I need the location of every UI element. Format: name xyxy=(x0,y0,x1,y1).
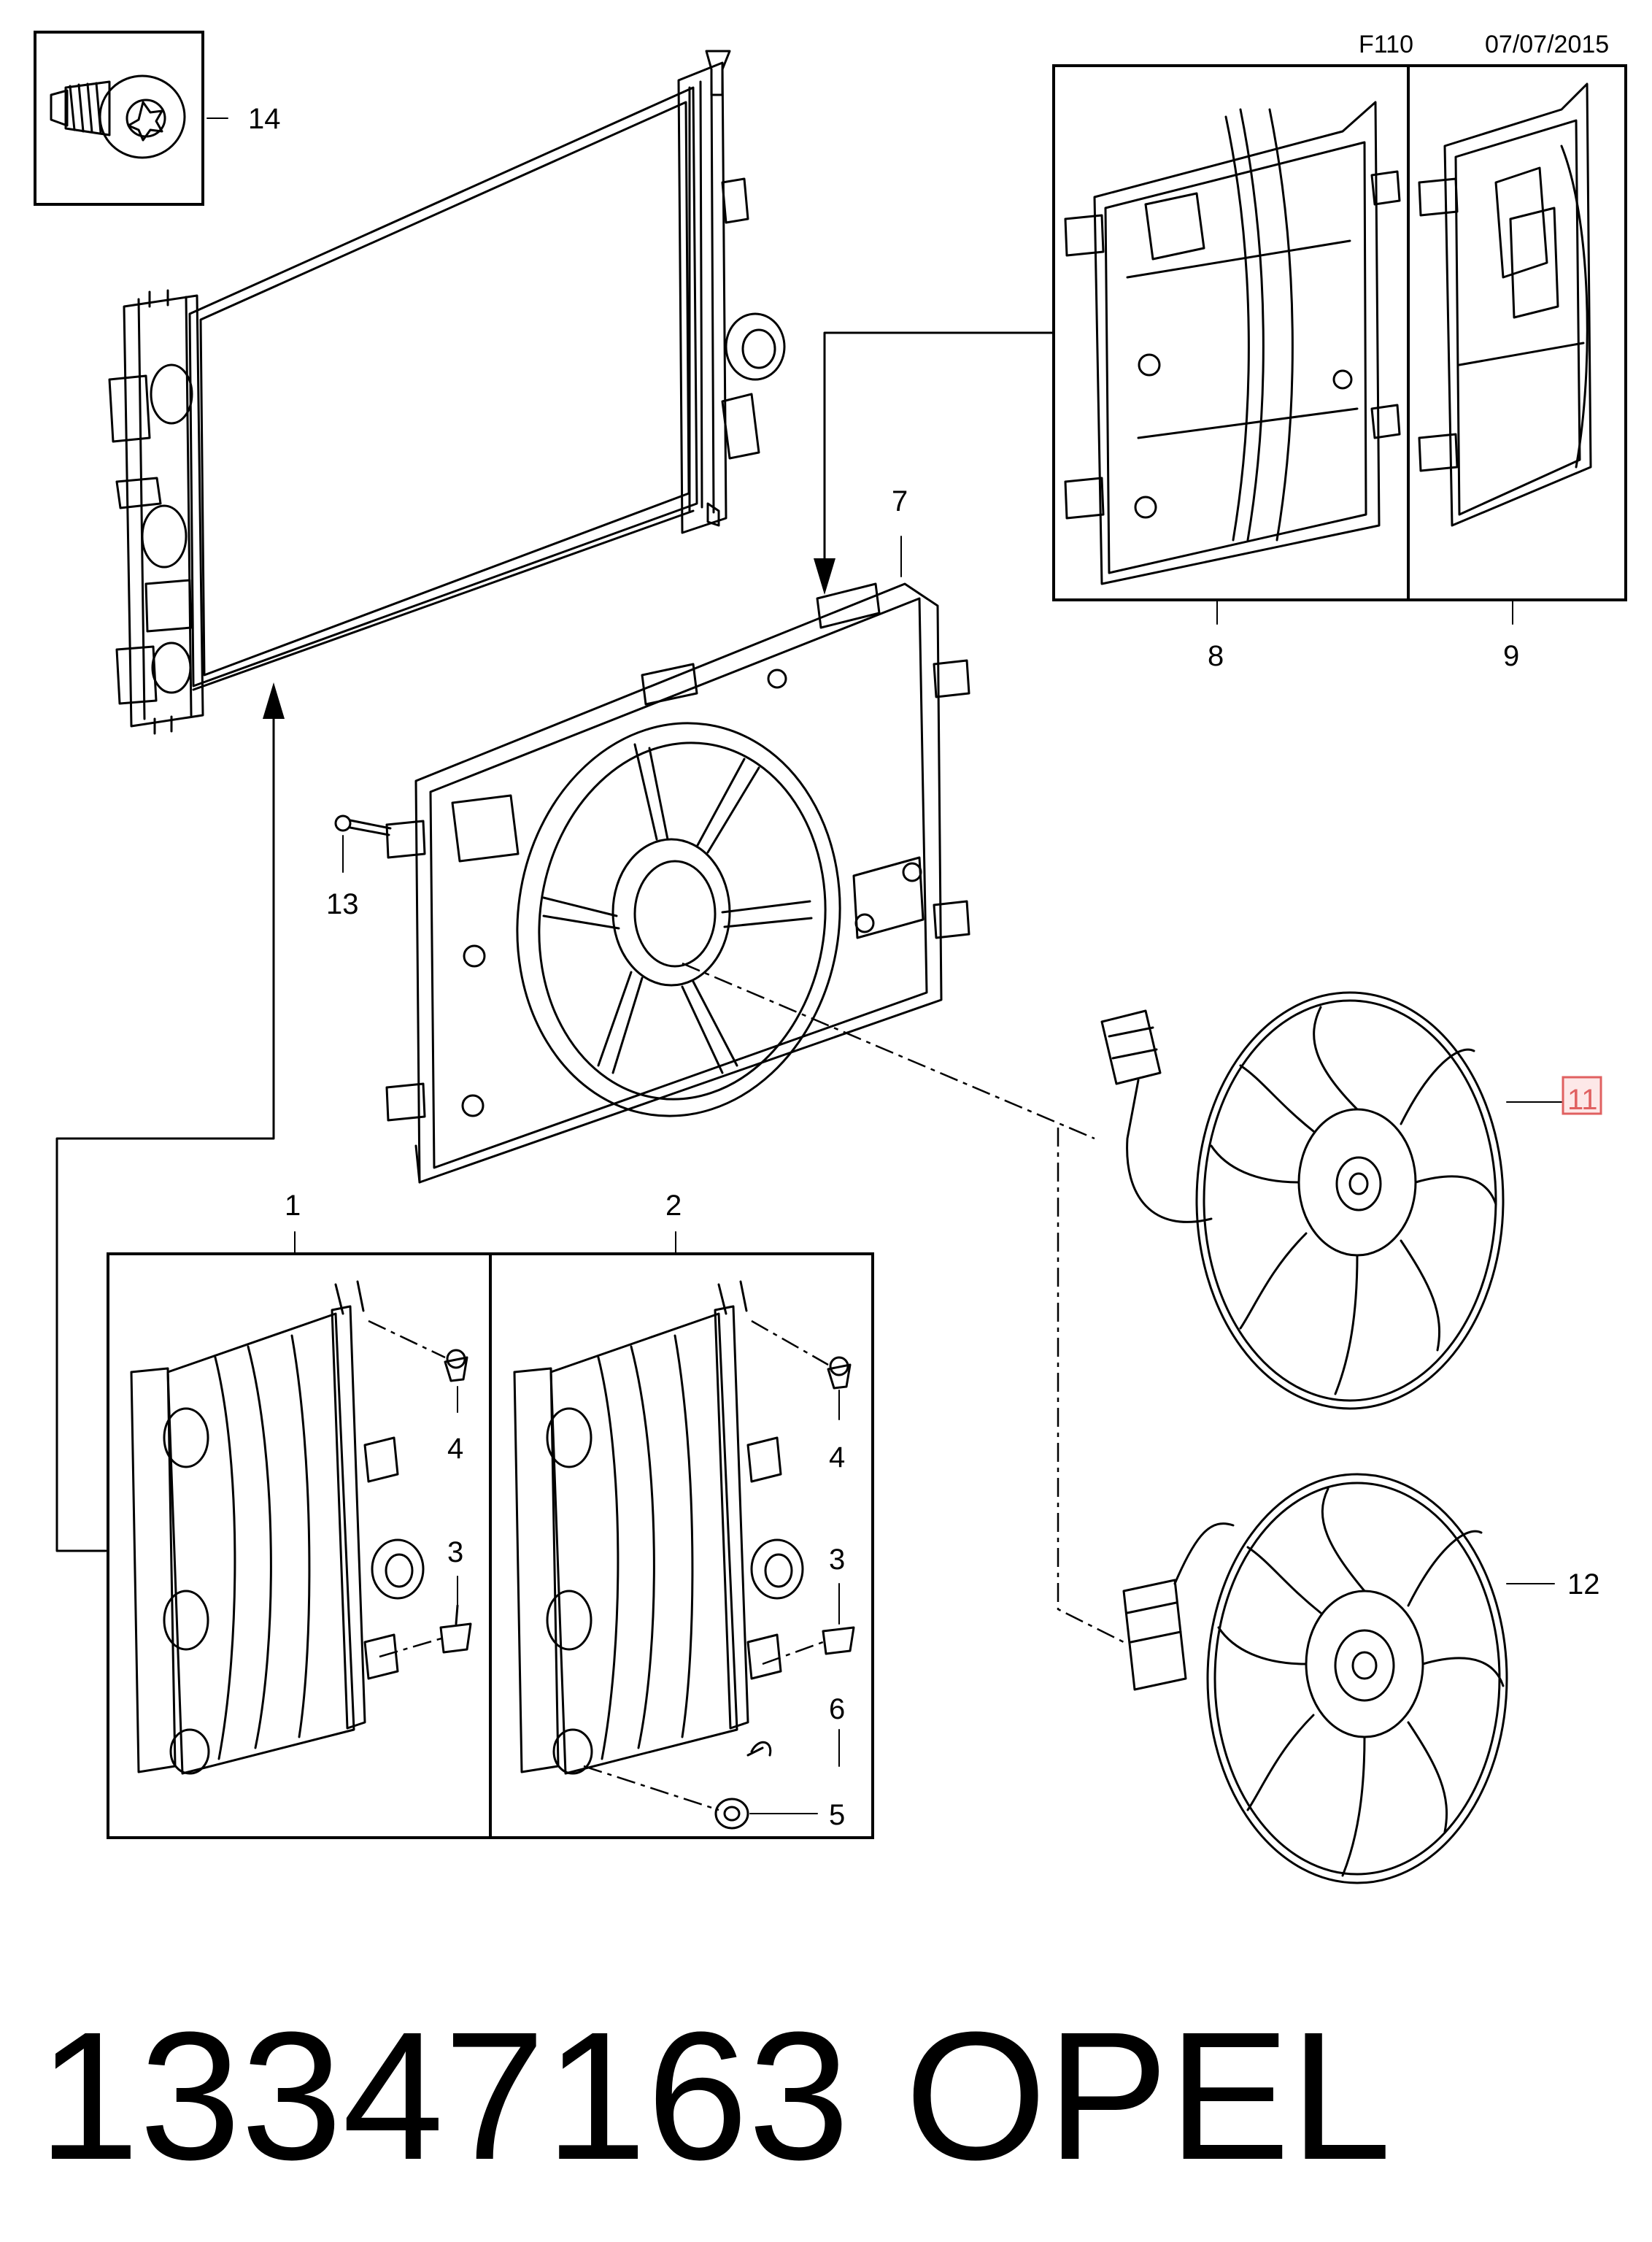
radiator-assembly xyxy=(108,50,786,735)
radiator-variants-box xyxy=(107,1231,874,1839)
part-2-radiator xyxy=(513,1280,804,1775)
callout-4a: 4 xyxy=(447,1433,463,1465)
part-number: 13347163 xyxy=(38,1994,849,2197)
callout-3b: 3 xyxy=(829,1544,845,1576)
part-8-shroud xyxy=(1064,101,1401,585)
callout-9: 9 xyxy=(1503,640,1519,672)
callout-5: 5 xyxy=(829,1799,845,1831)
callout-12: 12 xyxy=(1567,1568,1600,1600)
callout-3a: 3 xyxy=(447,1536,463,1568)
callout-4b: 4 xyxy=(829,1441,845,1474)
leader-arrow-shroud xyxy=(814,331,1055,595)
callout-8: 8 xyxy=(1208,640,1224,672)
diagram-date: 07/07/2015 xyxy=(1485,31,1609,58)
brand-name: OPEL xyxy=(905,1994,1392,2197)
callout-14: 14 xyxy=(248,103,281,135)
leader-arrow-radiator xyxy=(55,682,285,1552)
part-2-fittings xyxy=(714,1356,855,1830)
part-12-fan xyxy=(1122,1473,1555,1884)
part-1-radiator xyxy=(130,1280,425,1775)
fan-axis-dashed-lines xyxy=(682,962,1124,1644)
highlight-box-11 xyxy=(1562,1076,1602,1115)
shroud-variants-box xyxy=(1052,64,1627,625)
callout-6: 6 xyxy=(829,1693,845,1725)
figure-code: F110 xyxy=(1359,31,1413,58)
part-7-fan-shroud xyxy=(385,536,970,1184)
callout-2: 2 xyxy=(665,1190,682,1222)
part-14-screw xyxy=(34,31,228,206)
callout-11: 11 xyxy=(1567,1084,1598,1116)
part-11-fan[interactable] xyxy=(1100,991,1602,1410)
callout-13: 13 xyxy=(326,888,359,920)
callout-1: 1 xyxy=(285,1190,301,1222)
callout-7: 7 xyxy=(892,485,908,517)
part-13-bolt xyxy=(334,814,392,873)
part-1-fittings xyxy=(439,1349,472,1654)
part-9-shroud xyxy=(1418,82,1592,527)
